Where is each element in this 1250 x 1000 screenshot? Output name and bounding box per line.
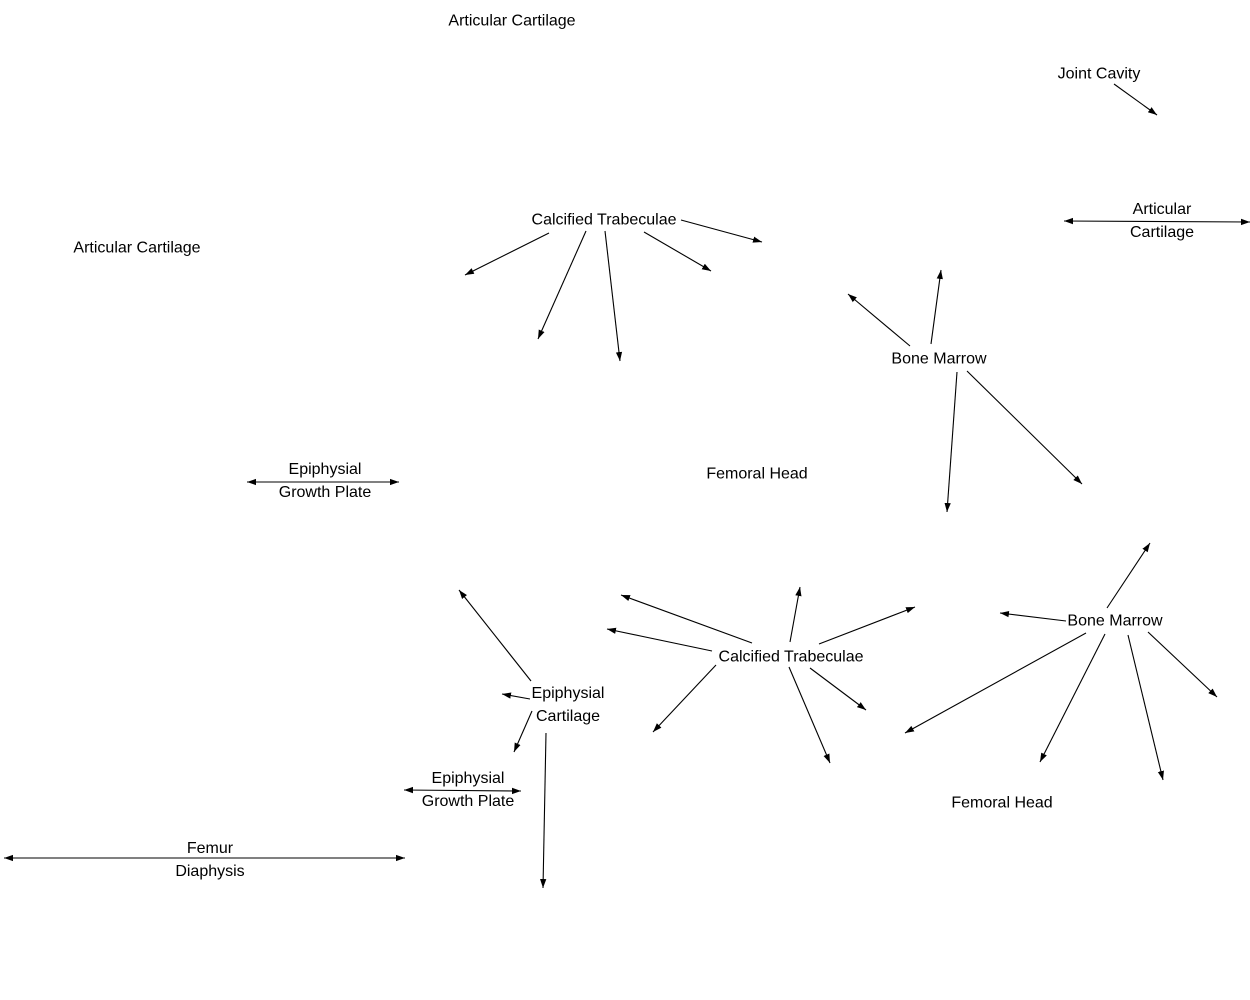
label-joint-cavity: Joint Cavity bbox=[1057, 65, 1141, 83]
calcified-trabeculae-upper-arrow-1 bbox=[464, 232, 550, 276]
label-calcified-trabeculae-upper: Calcified Trabeculae bbox=[531, 211, 677, 229]
calcified-trabeculae-lower-arrow-6 bbox=[788, 666, 831, 764]
label-epiphysial-growth-plate-lower-line-2: Growth Plate bbox=[421, 793, 515, 810]
joint-cavity-arrow bbox=[1113, 83, 1158, 116]
calcified-trabeculae-lower-arrow-4 bbox=[818, 606, 916, 645]
epiphysial-cartilage-arrow-3 bbox=[513, 710, 533, 753]
calcified-trabeculae-lower-arrow-5 bbox=[652, 664, 717, 733]
calcified-trabeculae-lower-arrow-2 bbox=[606, 627, 713, 652]
bone-marrow-upper-arrow-1 bbox=[847, 293, 911, 347]
label-calcified-trabeculae-lower: Calcified Trabeculae bbox=[718, 648, 864, 666]
label-femoral-head-center: Femoral Head bbox=[706, 465, 808, 483]
bone-marrow-upper-arrow-3 bbox=[944, 371, 958, 513]
articular-cartilage-right-arrow bbox=[1063, 217, 1250, 226]
label-articular-cartilage-right-line-1: Articular bbox=[1132, 201, 1192, 218]
label-epiphysial-growth-plate-left-line-2: Growth Plate bbox=[278, 484, 372, 501]
calcified-trabeculae-lower-arrow-3 bbox=[789, 586, 802, 643]
label-bone-marrow-lower: Bone Marrow bbox=[1067, 612, 1163, 630]
calcified-trabeculae-upper-arrow-4 bbox=[643, 231, 712, 272]
label-femur-diaphysis-line-1: Femur bbox=[186, 840, 234, 857]
epiphysial-cartilage-arrow-4 bbox=[540, 732, 547, 889]
calcified-trabeculae-upper-arrow-3 bbox=[604, 230, 623, 362]
label-epiphysial-growth-plate-lower: Epiphysial Growth Plate bbox=[422, 767, 514, 813]
calcified-trabeculae-lower-arrow-1 bbox=[620, 594, 753, 644]
bone-marrow-lower-arrow-3 bbox=[904, 632, 1087, 734]
bone-marrow-upper-arrow-4 bbox=[966, 370, 1083, 485]
calcified-trabeculae-upper-arrow-5 bbox=[680, 219, 763, 243]
label-epiphysial-cartilage: Epiphysial Cartilage bbox=[532, 682, 605, 728]
epiphysial-cartilage-arrow-2 bbox=[501, 692, 531, 700]
label-epiphysial-cartilage-line-2: Cartilage bbox=[535, 708, 601, 725]
label-articular-cartilage-right: Articular Cartilage bbox=[1130, 198, 1194, 244]
label-bone-marrow-upper: Bone Marrow bbox=[891, 350, 987, 368]
calcified-trabeculae-upper-arrow-2 bbox=[537, 230, 587, 340]
bone-marrow-lower-arrow-6 bbox=[1147, 631, 1218, 698]
bone-marrow-lower-arrow-2 bbox=[999, 610, 1067, 622]
label-epiphysial-growth-plate-left-line-1: Epiphysial bbox=[288, 461, 362, 478]
bone-marrow-upper-arrow-2 bbox=[930, 269, 943, 345]
label-femur-diaphysis-line-2: Diaphysis bbox=[175, 863, 245, 880]
label-articular-cartilage-left: Articular Cartilage bbox=[73, 239, 201, 257]
label-femur-diaphysis: Femur Diaphysis bbox=[175, 837, 244, 883]
label-articular-cartilage-top: Articular Cartilage bbox=[448, 12, 576, 30]
label-articular-cartilage-right-line-2: Cartilage bbox=[1129, 224, 1195, 241]
label-femoral-head-lower: Femoral Head bbox=[951, 794, 1053, 812]
bone-marrow-lower-arrow-5 bbox=[1127, 634, 1164, 781]
label-epiphysial-cartilage-line-1: Epiphysial bbox=[531, 685, 605, 702]
label-epiphysial-growth-plate-left: Epiphysial Growth Plate bbox=[279, 458, 371, 504]
epiphysial-growth-plate-lower-arrow bbox=[403, 786, 522, 795]
bone-marrow-lower-arrow-4 bbox=[1039, 633, 1106, 763]
calcified-trabeculae-lower-arrow-7 bbox=[809, 667, 867, 711]
label-epiphysial-growth-plate-lower-line-1: Epiphysial bbox=[431, 770, 505, 787]
epiphysial-cartilage-arrow-1 bbox=[458, 589, 532, 682]
bone-marrow-lower-arrow-1 bbox=[1106, 542, 1151, 609]
